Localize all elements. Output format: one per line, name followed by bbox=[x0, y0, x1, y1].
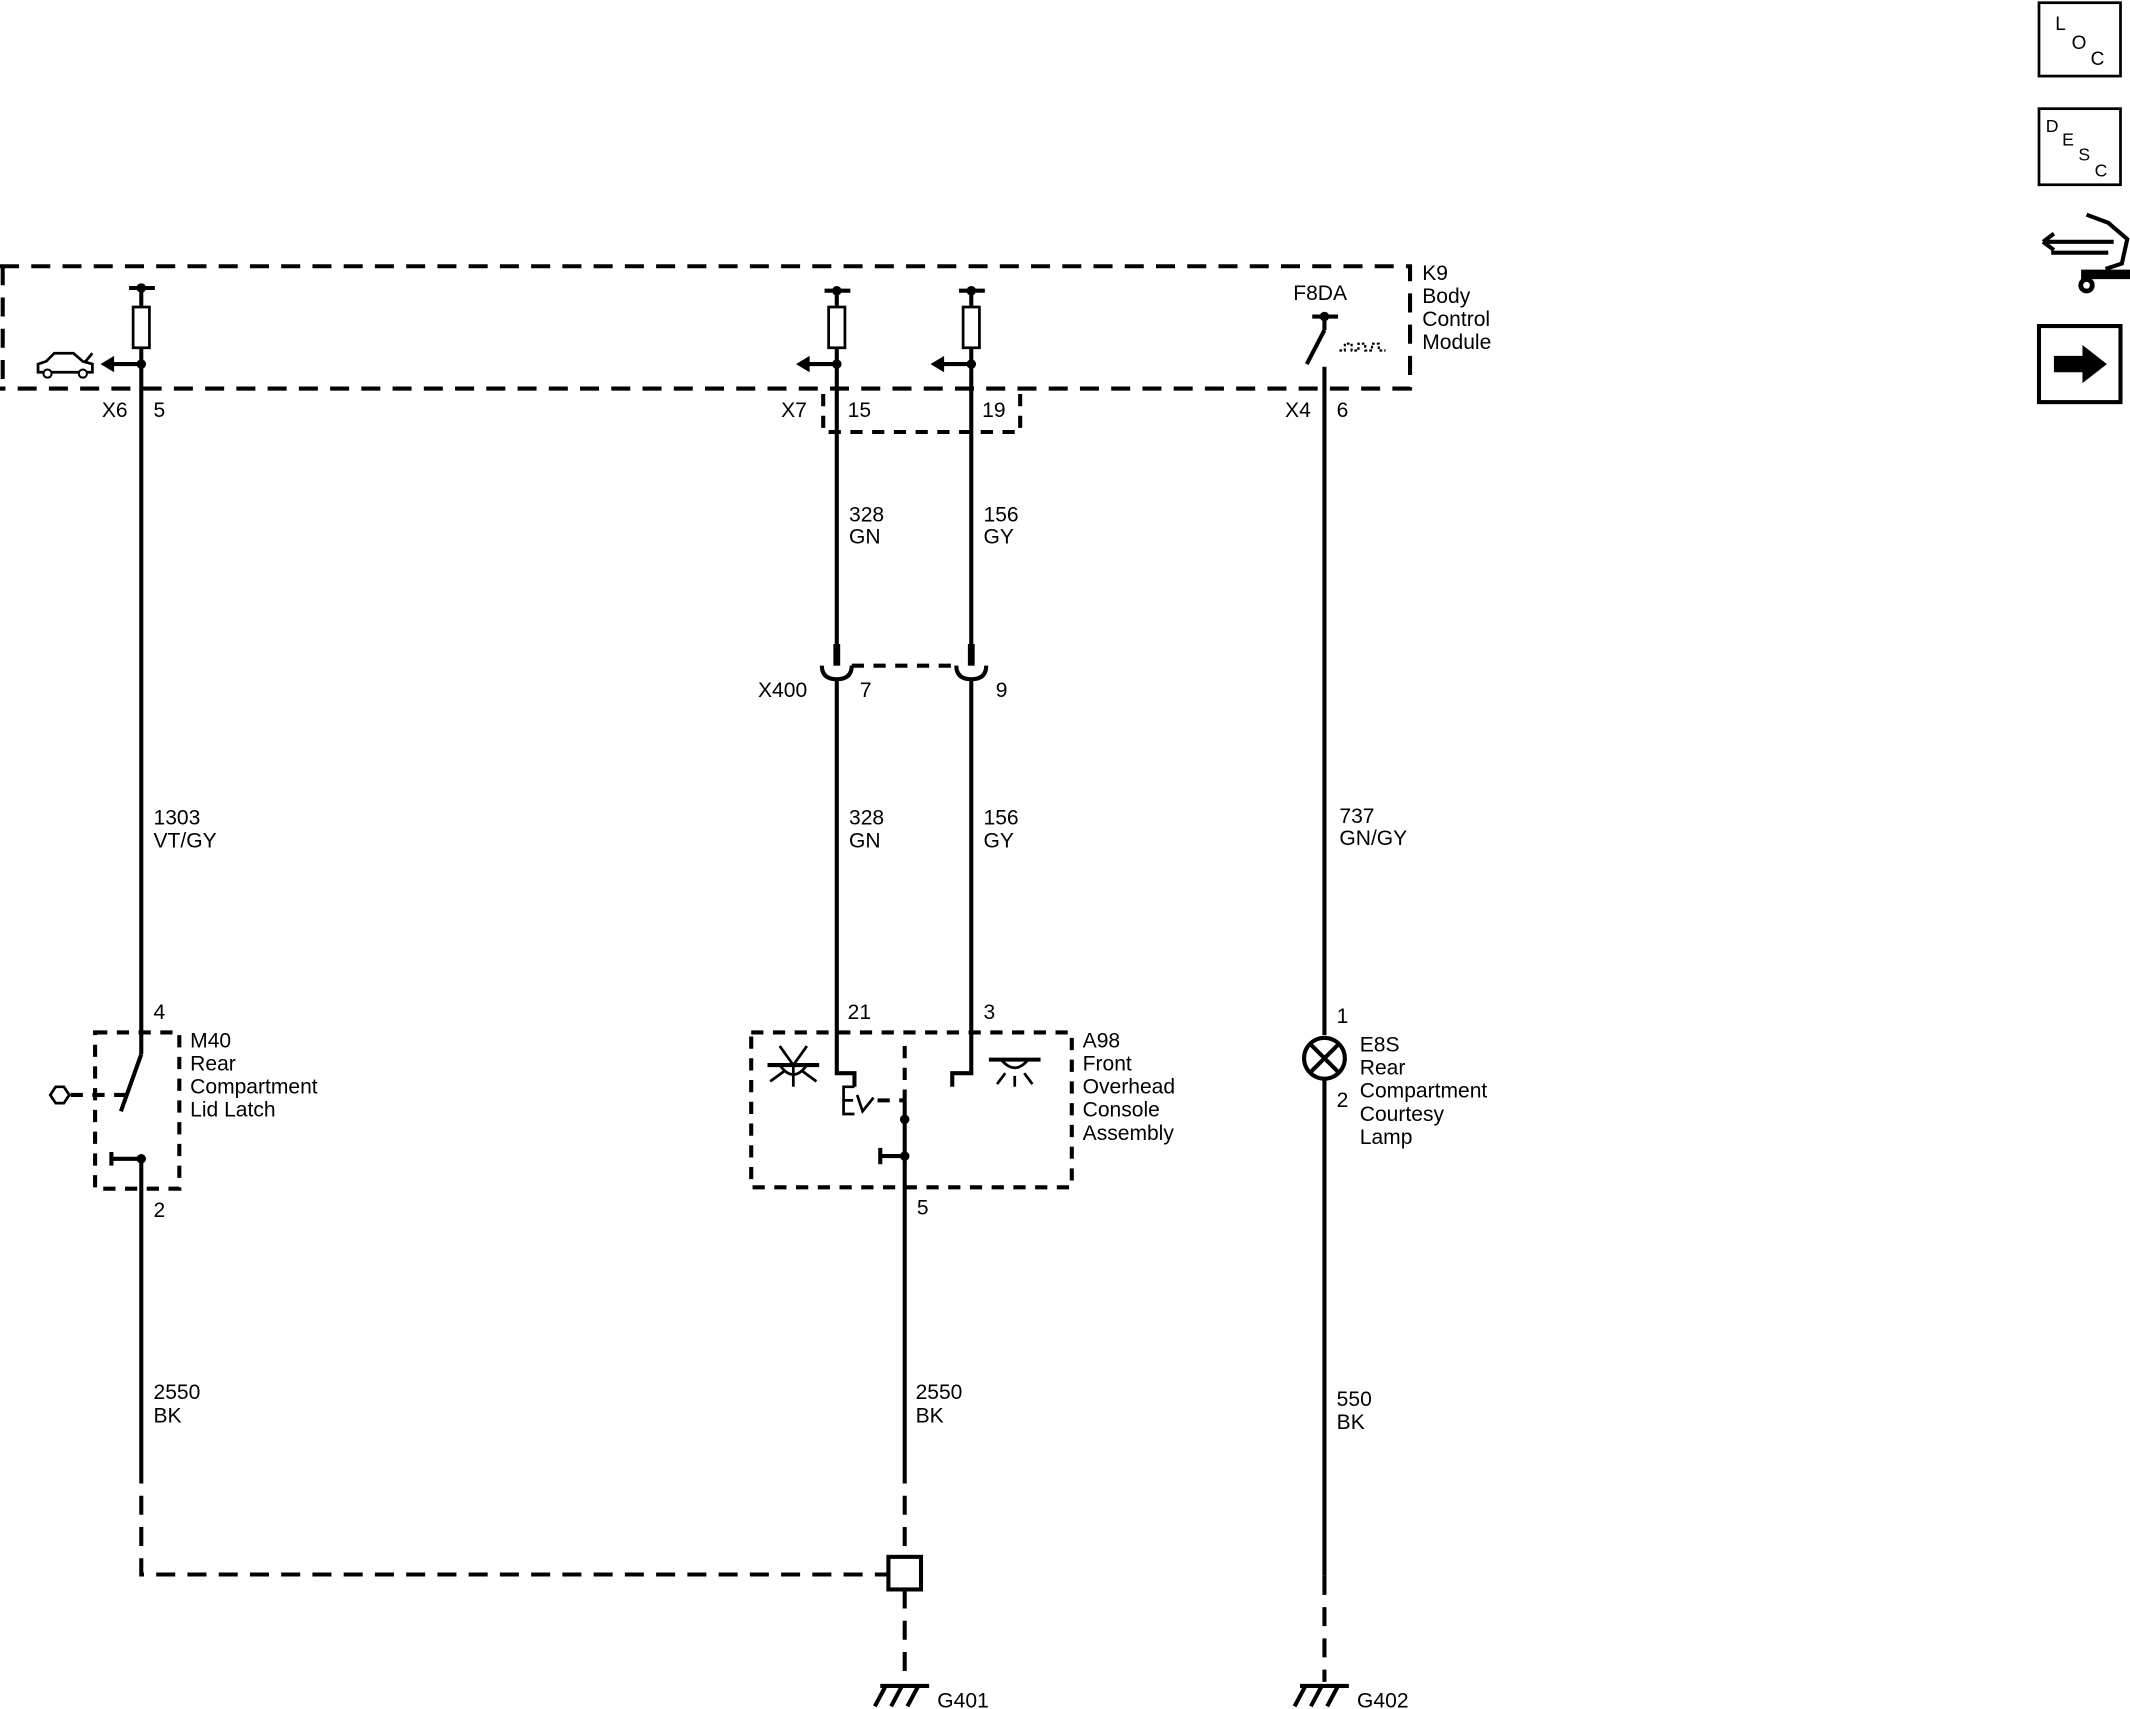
wire-2550-left-circuit: 2550 bbox=[154, 1381, 201, 1404]
reading-lamp-icon bbox=[988, 1057, 1041, 1087]
desc-button[interactable]: D E S C bbox=[2037, 107, 2122, 187]
trunk-car-icon bbox=[36, 351, 94, 379]
loc-button[interactable]: L O C bbox=[2037, 1, 2122, 78]
wire-156-bottom-color: GY bbox=[983, 830, 1013, 853]
connector-x400-pin-a: 7 bbox=[860, 679, 872, 702]
k9-module-box bbox=[0, 264, 1413, 391]
connector-x6-pin: 5 bbox=[154, 399, 166, 422]
ground-g402: G402 bbox=[1357, 1690, 1408, 1709]
wire-328-top-color: GN bbox=[849, 525, 881, 548]
connector-view-icon[interactable] bbox=[2041, 212, 2130, 294]
a98-pin-bottom: 5 bbox=[917, 1197, 929, 1220]
wire-2550-left-color: BK bbox=[154, 1404, 182, 1427]
wire-737-color: GN/GY bbox=[1339, 827, 1407, 850]
lamp-bulb-icon bbox=[1302, 1035, 1347, 1081]
ground-g402-icon bbox=[1292, 1683, 1349, 1708]
x400-connector bbox=[819, 643, 989, 682]
wire-550-color: BK bbox=[1337, 1411, 1365, 1434]
ground-bus bbox=[139, 1464, 924, 1682]
next-arrow-button[interactable] bbox=[2036, 324, 2123, 405]
desc-letter-d: D bbox=[2046, 116, 2059, 136]
ground-g401-icon bbox=[873, 1683, 930, 1708]
bcm-output-2 bbox=[796, 285, 851, 373]
connector-x4: X4 bbox=[1285, 399, 1311, 422]
connector-x7-pin-a: 15 bbox=[848, 399, 871, 422]
m40-pin-bottom: 2 bbox=[154, 1199, 166, 1222]
e8s-line-2: Compartment bbox=[1360, 1080, 1488, 1103]
k9-ref: K9 bbox=[1422, 262, 1448, 285]
e8s-line-1: Rear bbox=[1360, 1057, 1406, 1080]
wire-328-bottom-circuit: 328 bbox=[849, 807, 884, 830]
wire-2550-mid-color: BK bbox=[916, 1404, 944, 1427]
wire-156-top-circuit: 156 bbox=[983, 504, 1018, 527]
k9-line-1: Body bbox=[1422, 285, 1470, 308]
wire-156-bottom-circuit: 156 bbox=[983, 807, 1018, 830]
e8s-pin-bottom: 2 bbox=[1337, 1089, 1349, 1112]
a98-line-2: Overhead bbox=[1083, 1076, 1175, 1099]
a98-pin-b: 3 bbox=[983, 1001, 995, 1024]
bcm-output-1 bbox=[100, 283, 155, 373]
k9-fuse-label: F8DA bbox=[1293, 282, 1347, 305]
e8s-ref: E8S bbox=[1360, 1033, 1400, 1056]
wire-328-bottom-color: GN bbox=[849, 830, 881, 853]
k9-line-2: Control bbox=[1422, 308, 1490, 331]
wire-550-circuit: 550 bbox=[1337, 1388, 1372, 1411]
wire-1303-color: VT/GY bbox=[154, 830, 217, 853]
connector-x400-pin-b: 9 bbox=[996, 679, 1008, 702]
wire-2550-mid-circuit: 2550 bbox=[916, 1381, 963, 1404]
m40-line-3: Lid Latch bbox=[190, 1099, 275, 1122]
connector-x7: X7 bbox=[781, 399, 807, 422]
wire-328-top-circuit: 328 bbox=[849, 504, 884, 527]
wire-156-top-color: GY bbox=[983, 525, 1013, 548]
splice-pack bbox=[886, 1554, 924, 1592]
a98-line-4: Assembly bbox=[1083, 1122, 1175, 1145]
connector-x400: X400 bbox=[758, 679, 807, 702]
dome-lamp-icon bbox=[767, 1045, 820, 1087]
a98-line-3: Console bbox=[1083, 1099, 1160, 1122]
bcm-output-3 bbox=[930, 285, 985, 373]
m40-line-1: Rear bbox=[190, 1053, 236, 1076]
ground-g401: G401 bbox=[937, 1690, 988, 1709]
connector-x4-pin: 6 bbox=[1337, 399, 1349, 422]
loc-letter-o: O bbox=[2072, 33, 2087, 54]
connector-x6: X6 bbox=[102, 399, 128, 422]
connector-x7-pin-b: 19 bbox=[982, 399, 1005, 422]
loc-letter-l: L bbox=[2055, 14, 2066, 35]
desc-letter-e: E bbox=[2062, 129, 2074, 149]
e8s-line-3: Courtesy bbox=[1360, 1103, 1445, 1126]
a98-ref: A98 bbox=[1083, 1029, 1120, 1052]
a98-internal-circuit bbox=[834, 1032, 974, 1465]
latch-actuator-icon bbox=[48, 1085, 71, 1105]
desc-letter-c: C bbox=[2095, 161, 2108, 181]
m40-pin-top: 4 bbox=[154, 1001, 166, 1024]
bcm-pulse-driver bbox=[1304, 311, 1386, 394]
wire-737-circuit: 737 bbox=[1339, 805, 1374, 828]
m40-line-2: Compartment bbox=[190, 1076, 318, 1099]
wire-1303-circuit: 1303 bbox=[154, 807, 201, 830]
a98-line-1: Front bbox=[1083, 1053, 1132, 1076]
k9-line-3: Module bbox=[1422, 331, 1491, 354]
e8s-pin-top: 1 bbox=[1337, 1005, 1349, 1028]
desc-letter-s: S bbox=[2078, 144, 2090, 164]
x7-connector-bracket bbox=[821, 393, 1023, 435]
e8s-line-4: Lamp bbox=[1360, 1126, 1413, 1149]
a98-pin-a: 21 bbox=[848, 1001, 871, 1024]
m40-ref: M40 bbox=[190, 1029, 231, 1052]
loc-letter-c: C bbox=[2091, 49, 2105, 70]
m40-latch-switch bbox=[48, 1032, 147, 1465]
m40-module-box bbox=[93, 1030, 182, 1191]
a98-module-box bbox=[749, 1030, 1074, 1190]
